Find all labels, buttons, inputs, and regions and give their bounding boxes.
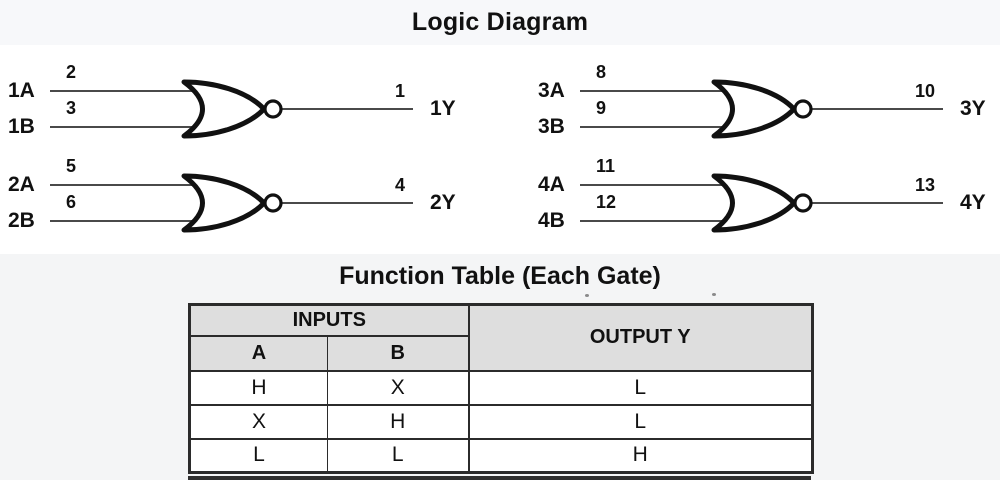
output-header: OUTPUT Y bbox=[467, 303, 814, 372]
gate2-pin-out-number: 4 bbox=[394, 175, 405, 195]
input-a-value: H bbox=[188, 369, 328, 406]
nor-gate-symbol bbox=[50, 79, 413, 139]
gate3-output-label: 3Y bbox=[960, 97, 986, 120]
gate4-pin-a-number: 11 bbox=[596, 156, 616, 176]
gate1-pin-b-number: 3 bbox=[66, 98, 77, 118]
gate2-output-label: 2Y bbox=[430, 191, 456, 214]
gate2-input-b-label: 2B bbox=[8, 209, 35, 232]
table-row: X H L bbox=[188, 403, 814, 440]
logic-diagram-title: Logic Diagram bbox=[411, 8, 589, 36]
input-b-value: L bbox=[327, 437, 470, 474]
table-row: L L H bbox=[188, 437, 814, 474]
gate4-pin-b-number: 12 bbox=[596, 192, 617, 212]
gate4-input-b-label: 4B bbox=[538, 209, 565, 232]
title-band: Logic Diagram bbox=[0, 0, 1000, 45]
input-b-value: X bbox=[327, 369, 470, 406]
gate4-pin-out-number: 13 bbox=[914, 175, 935, 195]
gate4-output-label: 4Y bbox=[960, 191, 986, 214]
gate3-input-b-label: 3B bbox=[538, 115, 565, 138]
gate1-pin-out-number: 1 bbox=[394, 81, 405, 101]
column-header-a: A bbox=[188, 334, 328, 372]
gate1-input-a-label: 1A bbox=[8, 79, 35, 102]
print-artifact-dot bbox=[585, 294, 589, 297]
gate1-output-label: 1Y bbox=[430, 97, 456, 120]
nor-gate-symbol bbox=[50, 173, 413, 233]
gate2-pin-b-number: 6 bbox=[66, 192, 77, 212]
gate2-pin-a-number: 5 bbox=[66, 156, 77, 176]
output-y-value: H bbox=[467, 437, 814, 474]
nor-gate-4: 4A 11 4B 12 13 4Y bbox=[530, 152, 1000, 252]
inputs-header: INPUTS bbox=[188, 303, 470, 337]
gate3-pin-out-number: 10 bbox=[914, 81, 935, 101]
function-table: INPUTS OUTPUT Y A B H X L X H L L L H bbox=[188, 303, 814, 474]
output-y-value: L bbox=[467, 369, 814, 406]
cropped-next-table-edge bbox=[188, 476, 811, 480]
function-table-title: Function Table (Each Gate) bbox=[339, 262, 661, 290]
nor-gate-2: 2A 5 2B 6 4 2Y bbox=[0, 152, 470, 252]
gate3-pin-a-number: 8 bbox=[596, 62, 607, 82]
nor-gate-symbol bbox=[580, 79, 943, 139]
gate1-input-b-label: 1B bbox=[8, 115, 35, 138]
column-header-b: B bbox=[327, 334, 470, 372]
gate2-input-a-label: 2A bbox=[8, 173, 35, 196]
gate3-input-a-label: 3A bbox=[538, 79, 565, 102]
input-b-value: H bbox=[327, 403, 470, 440]
output-y-value: L bbox=[467, 403, 814, 440]
nor-gate-3: 3A 8 3B 9 10 3Y bbox=[530, 58, 1000, 158]
nor-gate-1: 1A 2 1B 3 1 1Y bbox=[0, 58, 470, 158]
gate4-input-a-label: 4A bbox=[538, 173, 565, 196]
nor-gate-symbol bbox=[580, 173, 943, 233]
table-row: H X L bbox=[188, 369, 814, 406]
input-a-value: L bbox=[188, 437, 328, 474]
print-artifact-dot bbox=[712, 293, 716, 296]
input-a-value: X bbox=[188, 403, 328, 440]
gate1-pin-a-number: 2 bbox=[66, 62, 77, 82]
gate3-pin-b-number: 9 bbox=[596, 98, 607, 118]
